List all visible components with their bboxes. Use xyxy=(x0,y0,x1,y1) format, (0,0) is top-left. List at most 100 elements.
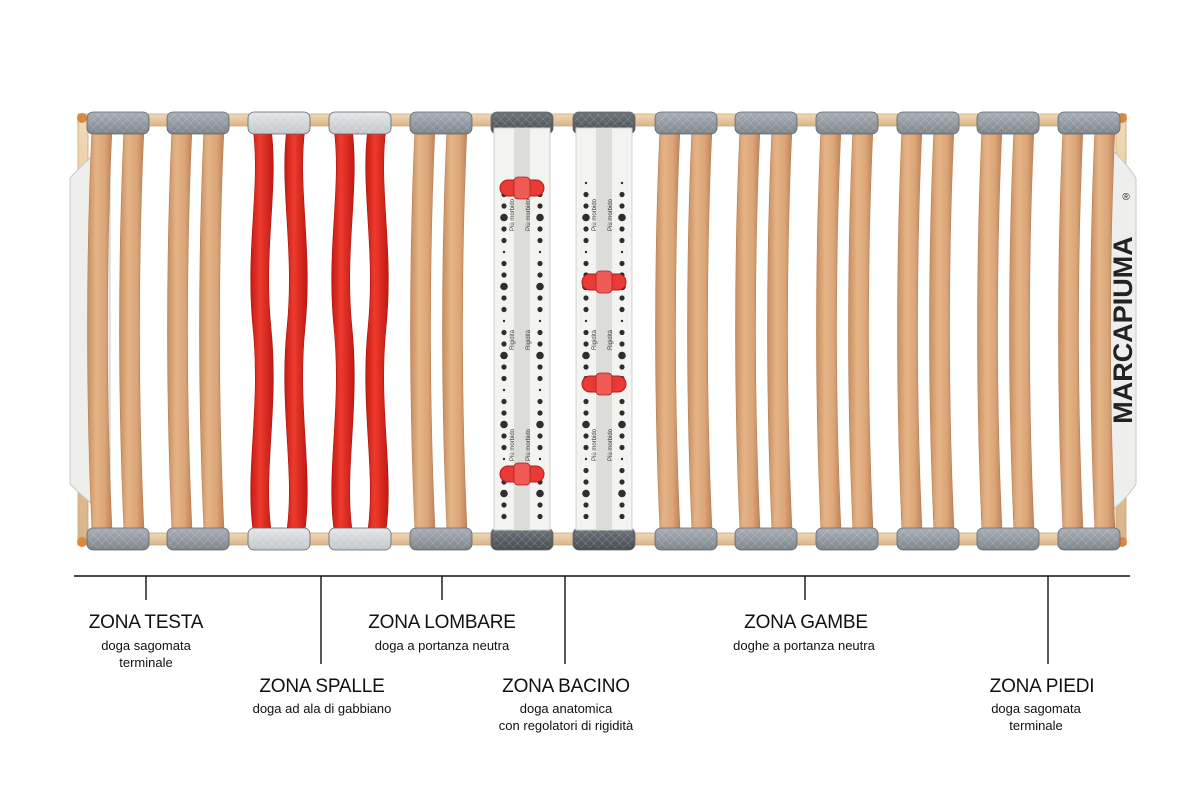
regulator-knob xyxy=(513,462,531,486)
scale-dot xyxy=(501,295,507,301)
zone-spalle-title: ZONA SPALLE xyxy=(259,676,385,697)
scale-dot xyxy=(536,351,544,360)
regulator-label: Più morbido xyxy=(510,428,516,461)
scale-dot xyxy=(619,237,625,244)
scale-dot xyxy=(537,444,543,451)
scale-dot xyxy=(583,410,589,416)
scale-dot xyxy=(583,444,589,451)
wood-slat xyxy=(977,127,1003,531)
red-gull-wing-slat xyxy=(365,127,389,531)
red-gull-wing-slat xyxy=(250,127,274,531)
zone-testa-desc-2: terminale xyxy=(119,655,173,670)
scale-dot xyxy=(501,226,507,232)
regulator-knob xyxy=(595,270,613,294)
cap-texture xyxy=(899,114,957,132)
scale-dot xyxy=(500,489,508,498)
scale-dot xyxy=(501,203,507,209)
scale-dot xyxy=(618,213,626,222)
scale-dot xyxy=(583,237,589,244)
zone-piedi-desc-1: doga sagomata xyxy=(991,701,1081,716)
scale-dot xyxy=(538,250,542,254)
cap-texture xyxy=(737,530,795,548)
scale-dot xyxy=(618,420,626,429)
cap-texture xyxy=(89,114,147,132)
red-gull-wing-slat xyxy=(331,127,355,531)
scale-dot xyxy=(536,213,544,222)
zone-bacino-title: ZONA BACINO xyxy=(502,676,630,697)
red-gull-wing-slat xyxy=(284,127,308,531)
scale-dot xyxy=(619,513,625,520)
scale-dot xyxy=(537,433,543,439)
scale-dot xyxy=(537,226,543,232)
scale-dot xyxy=(502,319,506,323)
slats-group xyxy=(87,127,1116,531)
scale-dot xyxy=(537,306,543,313)
scale-dot xyxy=(582,213,590,222)
cap-texture xyxy=(331,530,389,548)
scale-dot xyxy=(619,341,625,347)
cap-texture xyxy=(818,114,876,132)
scale-dot xyxy=(619,364,625,370)
scale-dot xyxy=(619,433,625,439)
cap-texture xyxy=(575,530,633,548)
scale-dot xyxy=(500,420,508,429)
scale-dot xyxy=(619,295,625,301)
cap-texture xyxy=(979,114,1037,132)
frame-corner xyxy=(77,113,87,123)
wood-slat xyxy=(848,127,874,531)
scale-dot xyxy=(537,295,543,301)
scale-dot xyxy=(538,319,542,323)
scale-dot xyxy=(537,513,543,520)
scale-dot xyxy=(536,420,544,429)
wood-slat xyxy=(199,127,225,531)
scale-dot xyxy=(583,226,589,232)
regulator-label: Più morbido xyxy=(526,428,532,461)
zone-lombare-title: ZONA LOMBARE xyxy=(368,612,516,633)
scale-dot xyxy=(583,513,589,520)
scale-dot xyxy=(502,250,506,254)
scale-dot xyxy=(584,181,588,185)
scale-dot xyxy=(536,282,544,291)
wood-slat xyxy=(687,127,713,531)
scale-dot xyxy=(500,351,508,360)
scale-dot xyxy=(502,457,506,461)
scale-dot xyxy=(501,398,507,405)
cap-texture xyxy=(1060,114,1118,132)
wood-slat xyxy=(119,127,145,531)
scale-dot xyxy=(619,306,625,313)
scale-dot xyxy=(582,420,590,429)
zone-gambe-title: ZONA GAMBE xyxy=(744,612,868,633)
zone-bacino-desc-2: con regolatori di rigidità xyxy=(498,718,634,733)
scale-dot xyxy=(619,467,625,474)
scale-dot xyxy=(584,457,588,461)
frame-corner xyxy=(77,537,87,547)
scale-dot xyxy=(537,364,543,370)
scale-dot xyxy=(537,329,543,336)
wood-slat xyxy=(410,127,436,531)
scale-dot xyxy=(501,364,507,370)
rail-groove xyxy=(514,128,530,530)
scale-dot xyxy=(619,260,625,267)
scale-dot xyxy=(620,319,624,323)
scale-dot xyxy=(501,272,507,278)
scale-dot xyxy=(501,260,507,267)
regulator-label: Più morbido xyxy=(526,198,532,231)
scale-dot xyxy=(537,260,543,267)
zone-gambe-desc-1: doghe a portanza neutra xyxy=(733,638,875,653)
scale-dot xyxy=(583,467,589,474)
cap-texture xyxy=(412,114,470,132)
cap-texture xyxy=(1060,530,1118,548)
scale-dot xyxy=(501,410,507,416)
cap-texture xyxy=(818,530,876,548)
scale-dot xyxy=(583,364,589,370)
scale-dot xyxy=(619,398,625,405)
cap-texture xyxy=(331,114,389,132)
scale-dot xyxy=(619,191,625,198)
scale-dot xyxy=(619,479,625,485)
wood-slat xyxy=(735,127,761,531)
scale-dot xyxy=(619,444,625,451)
scale-dot xyxy=(538,457,542,461)
